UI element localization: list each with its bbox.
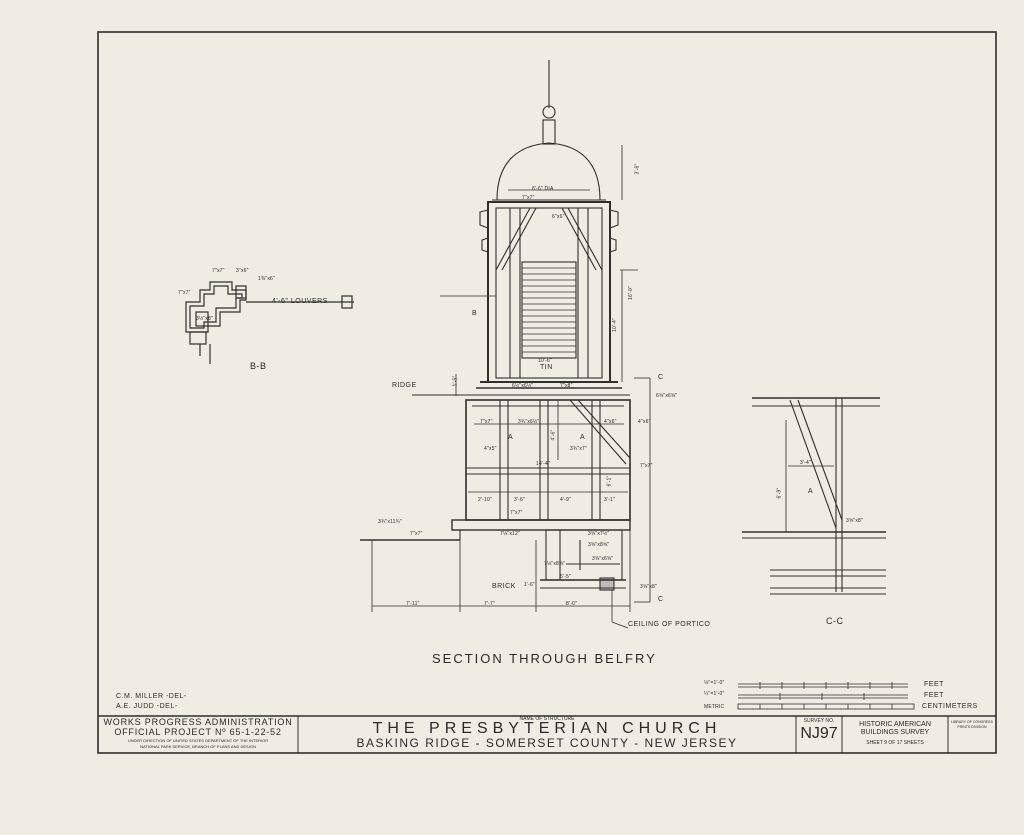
brace-marker-a-3: A xyxy=(808,488,814,495)
member-label: 3⅝"x8" xyxy=(846,518,863,524)
library-line-2: PRINTS DIVISION xyxy=(957,725,987,729)
section-marker-c-bottom: C xyxy=(658,596,664,603)
member-label: 7"x7" xyxy=(510,510,523,516)
dim-label: 2'-10" xyxy=(478,497,492,503)
louvers-note: 4'-6" LOUVERS xyxy=(272,298,328,305)
drawing-caption: SECTION THROUGH BELFRY xyxy=(432,651,657,666)
dim-label: 3'-1" xyxy=(604,497,615,503)
scale-row2-label: ¼"=1'-0" xyxy=(704,691,725,697)
section-cc xyxy=(742,397,886,595)
member-label: 7"x7" xyxy=(522,195,535,201)
scale-row1-label: ⅛"=1'-0" xyxy=(704,680,725,686)
ceiling-note: CEILING OF PORTICO xyxy=(628,621,711,628)
dim-label: 16'-0" xyxy=(627,286,634,300)
member-label: 4"x6" xyxy=(638,419,651,425)
dim-label: 3'-6" xyxy=(514,497,525,503)
sheet-count: SHEET 9 OF 17 SHEETS xyxy=(866,740,924,746)
delineator-1: C.M. MILLER -DEL- xyxy=(116,693,187,700)
structure-name: THE PRESBYTERIAN CHURCH xyxy=(372,720,722,737)
member-label: 3⅝"x6⅝" xyxy=(592,556,614,562)
dim-label: 5'-5" xyxy=(560,574,571,580)
member-label: 7"x7" xyxy=(480,419,493,425)
brace-marker-a-2: A xyxy=(580,434,586,441)
survey-number: NJ97 xyxy=(800,725,838,742)
scale-row2-unit: FEET xyxy=(924,692,944,699)
dim-label: 10'-4" xyxy=(611,318,618,332)
dim-label: 1'-6" xyxy=(524,582,535,588)
member-label: 7"x7" xyxy=(640,463,653,469)
section-marker-c-top: C xyxy=(658,374,664,381)
dome-dia-label: 8'-6" DIA xyxy=(532,186,554,192)
dim-label: 7'-7" xyxy=(484,601,495,607)
brace-marker-a-1: A xyxy=(508,434,514,441)
dim-label: 14'-4" xyxy=(536,461,550,467)
belfry-section xyxy=(360,60,651,629)
scale-row3-label: METRIC xyxy=(704,704,725,710)
member-label: 7⅛"x8⅝" xyxy=(544,561,566,567)
delineator-2: A.E. JUDD -DEL- xyxy=(116,703,178,710)
wpa-heading: WORKS PROGRESS ADMINISTRATION xyxy=(103,717,293,727)
member-label: 3⅝"x8" xyxy=(640,584,657,590)
member-label: 7"x8" xyxy=(560,383,573,389)
structure-name-label: NAME OF STRUCTURE xyxy=(519,716,575,722)
scale-row1-unit: FEET xyxy=(924,681,944,688)
graphic-scales xyxy=(737,682,915,710)
member-label: 6½"x6½" xyxy=(512,383,534,389)
member-label: 3⅝"x7½" xyxy=(588,531,610,537)
member-label: 7"x7" xyxy=(410,531,423,537)
survey-label: SURVEY NO. xyxy=(803,718,835,724)
member-label: 6⅝"x6⅝" xyxy=(656,393,678,399)
dim-label: 3'-6" xyxy=(634,163,641,175)
dim-label: 3'-4" xyxy=(800,460,811,466)
member-label: 7"x7" xyxy=(178,290,191,296)
project-number: OFFICIAL PROJECT Nº 65-1-22-52 xyxy=(114,727,282,737)
member-label: 4"x6" xyxy=(604,419,617,425)
brick-label: BRICK xyxy=(492,583,516,590)
member-label: 6"x6" xyxy=(552,214,565,220)
member-label: 3¾"x6½" xyxy=(518,419,540,425)
structure-location: BASKING RIDGE - SOMERSET COUNTY - NEW JE… xyxy=(356,736,738,750)
library-line-1: LIBRARY OF CONGRESS xyxy=(951,720,993,724)
section-bb-label: B-B xyxy=(250,361,267,371)
sheet-border xyxy=(97,31,997,754)
member-label: 3⅝"x8⅝" xyxy=(588,542,610,548)
member-label: 3½"x8" xyxy=(196,316,213,322)
member-label: 7"x7" xyxy=(212,268,225,274)
tin-label: TIN xyxy=(540,364,553,371)
dim-label: 6'-1" xyxy=(606,475,613,487)
member-label: 3"x6" xyxy=(236,268,249,274)
dim-label: 4'-9" xyxy=(560,497,571,503)
dim-label: 7'-11" xyxy=(406,601,420,607)
member-label: 3¾"x11¾" xyxy=(378,519,402,525)
section-marker-b: B xyxy=(472,310,478,317)
member-label: 4"x5" xyxy=(484,446,497,452)
member-label: 7⅛"x12" xyxy=(500,531,520,537)
habs-line-2: BUILDINGS SURVEY xyxy=(860,729,930,736)
dim-label: 10'-6" xyxy=(538,358,552,364)
member-label: 1⅜"x6" xyxy=(258,276,275,282)
dim-label: 4'-6" xyxy=(550,429,557,441)
section-bb xyxy=(185,281,354,364)
direction-line-2: NATIONAL PARK SERVICE, BRANCH OF PLANS A… xyxy=(140,744,256,749)
ridge-label: RIDGE xyxy=(392,382,417,389)
scale-row3-unit: CENTIMETERS xyxy=(922,703,978,710)
dim-label: 6'-9" xyxy=(776,487,783,499)
direction-line-1: UNDER DIRECTION OF UNITED STATES DEPARTM… xyxy=(127,738,269,743)
habs-line-1: HISTORIC AMERICAN xyxy=(859,721,931,728)
dim-label: 1'-5" xyxy=(452,375,459,387)
section-cc-label: C-C xyxy=(826,616,844,626)
member-label: 3¾"x7" xyxy=(570,446,587,452)
dim-label: 8'-0" xyxy=(566,601,577,607)
